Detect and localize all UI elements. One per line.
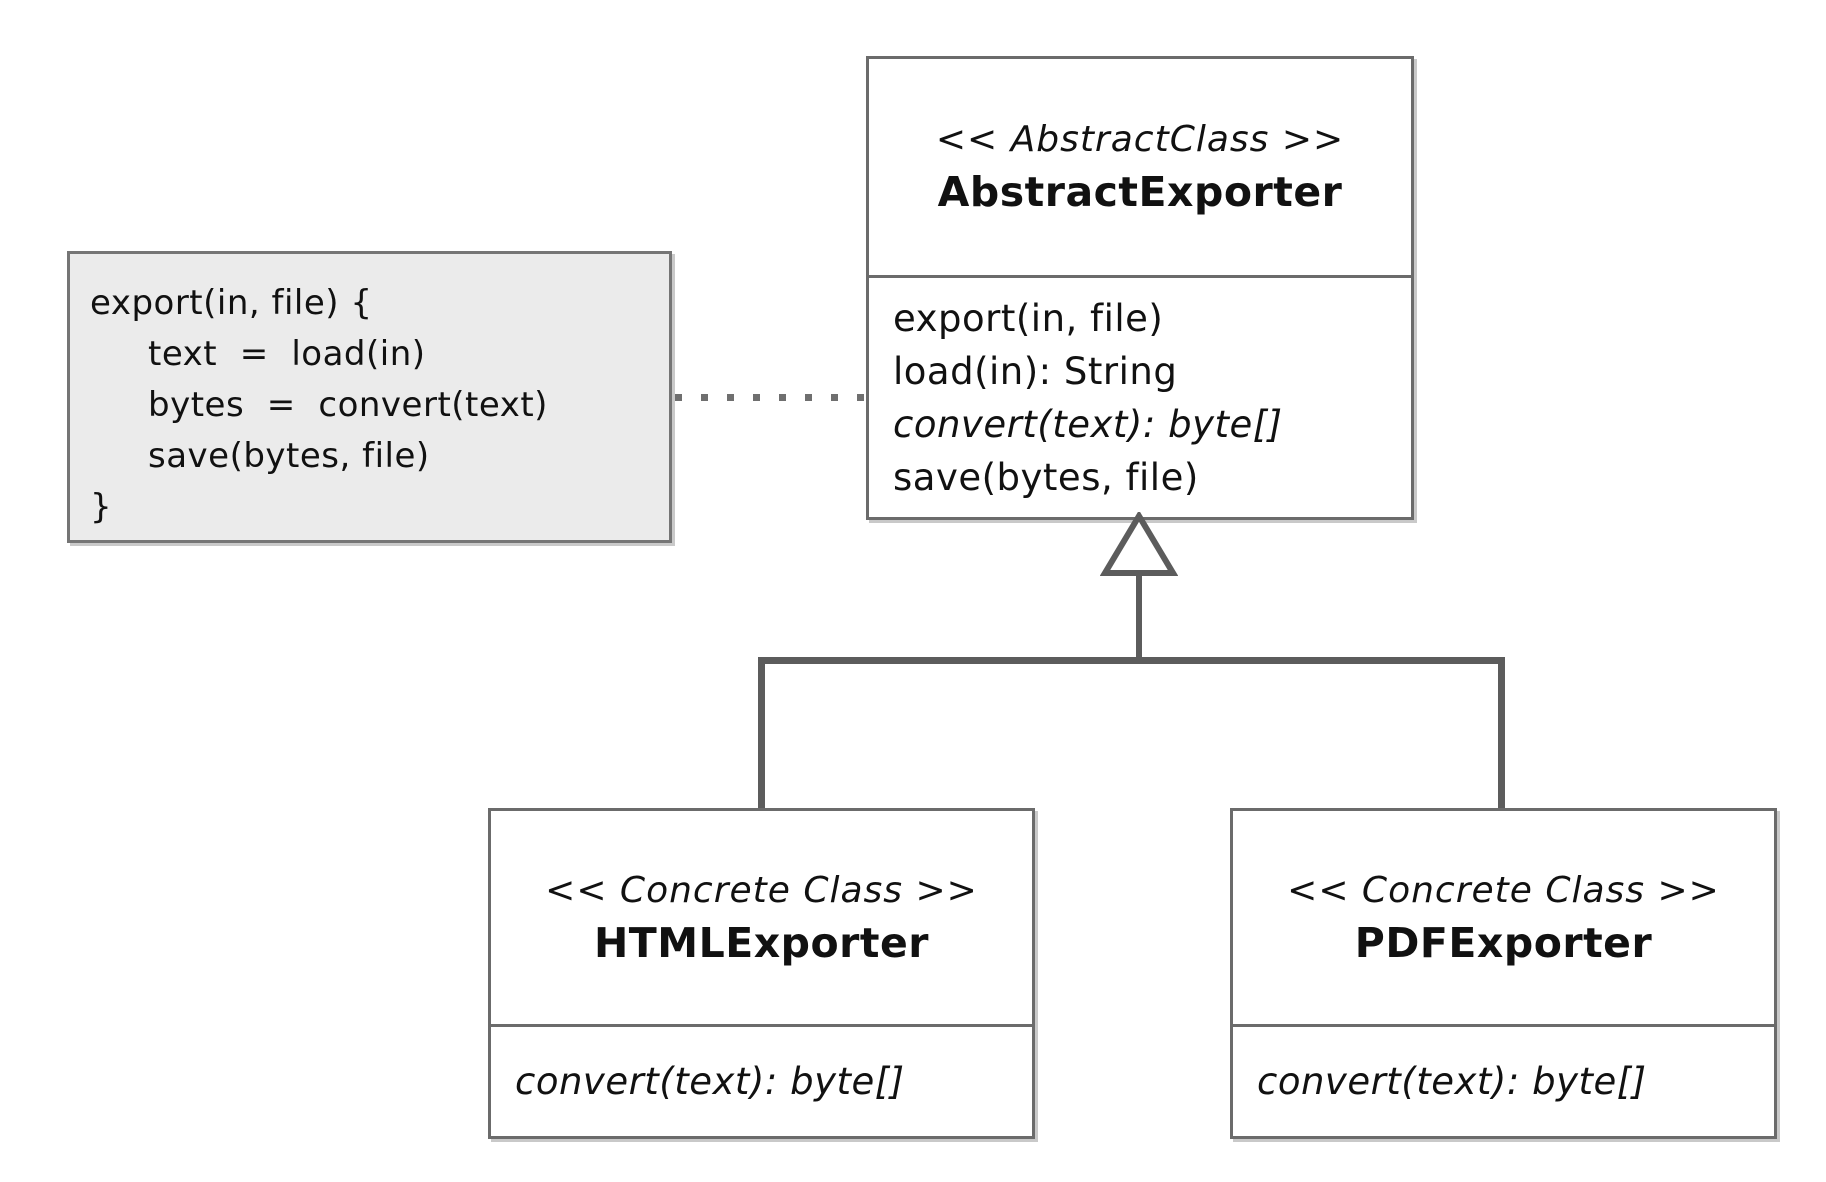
code-note: export(in, file) { text = load(in) bytes… — [67, 251, 672, 543]
inheritance-drop-right — [1498, 657, 1505, 808]
class-box-abstract-exporter: << AbstractClass >> AbstractExporter exp… — [866, 56, 1414, 520]
stereotype-label: << Concrete Class >> — [545, 869, 978, 911]
note-line: save(bytes, file) — [148, 436, 430, 476]
class-methods-compartment: export(in, file) load(in): String conver… — [869, 278, 1411, 517]
class-name: HTMLExporter — [593, 918, 930, 967]
class-box-pdf-exporter: << Concrete Class >> PDFExporter convert… — [1230, 808, 1777, 1139]
method-label: export(in, file) — [893, 296, 1164, 340]
note-attachment-dotted-line — [675, 394, 866, 401]
stereotype-label: << AbstractClass >> — [935, 119, 1345, 160]
method-label: save(bytes, file) — [893, 455, 1199, 499]
inheritance-drop-left — [758, 657, 765, 808]
class-title-compartment: << Concrete Class >> HTMLExporter — [491, 811, 1032, 1027]
note-line: export(in, file) { — [90, 283, 373, 323]
class-name: PDFExporter — [1354, 918, 1653, 967]
note-line: text = load(in) — [148, 334, 426, 374]
method-label: convert(text): byte[] — [1257, 1060, 1647, 1103]
class-methods-compartment: convert(text): byte[] — [1233, 1027, 1774, 1136]
note-line: bytes = convert(text) — [148, 385, 548, 425]
class-methods-compartment: convert(text): byte[] — [491, 1027, 1032, 1136]
method-label: load(in): String — [893, 349, 1178, 393]
class-name: AbstractExporter — [937, 168, 1343, 216]
stereotype-label: << Concrete Class >> — [1287, 869, 1720, 911]
inheritance-triangle-icon — [1100, 512, 1178, 576]
inheritance-stem-line — [1136, 574, 1142, 660]
note-line: } — [90, 487, 113, 527]
class-title-compartment: << Concrete Class >> PDFExporter — [1233, 811, 1774, 1027]
method-label: convert(text): byte[] — [515, 1060, 905, 1103]
inheritance-crossbar-line — [758, 657, 1505, 664]
class-box-html-exporter: << Concrete Class >> HTMLExporter conver… — [488, 808, 1035, 1139]
method-label-abstract: convert(text): byte[] — [893, 402, 1283, 446]
class-title-compartment: << AbstractClass >> AbstractExporter — [869, 59, 1411, 278]
